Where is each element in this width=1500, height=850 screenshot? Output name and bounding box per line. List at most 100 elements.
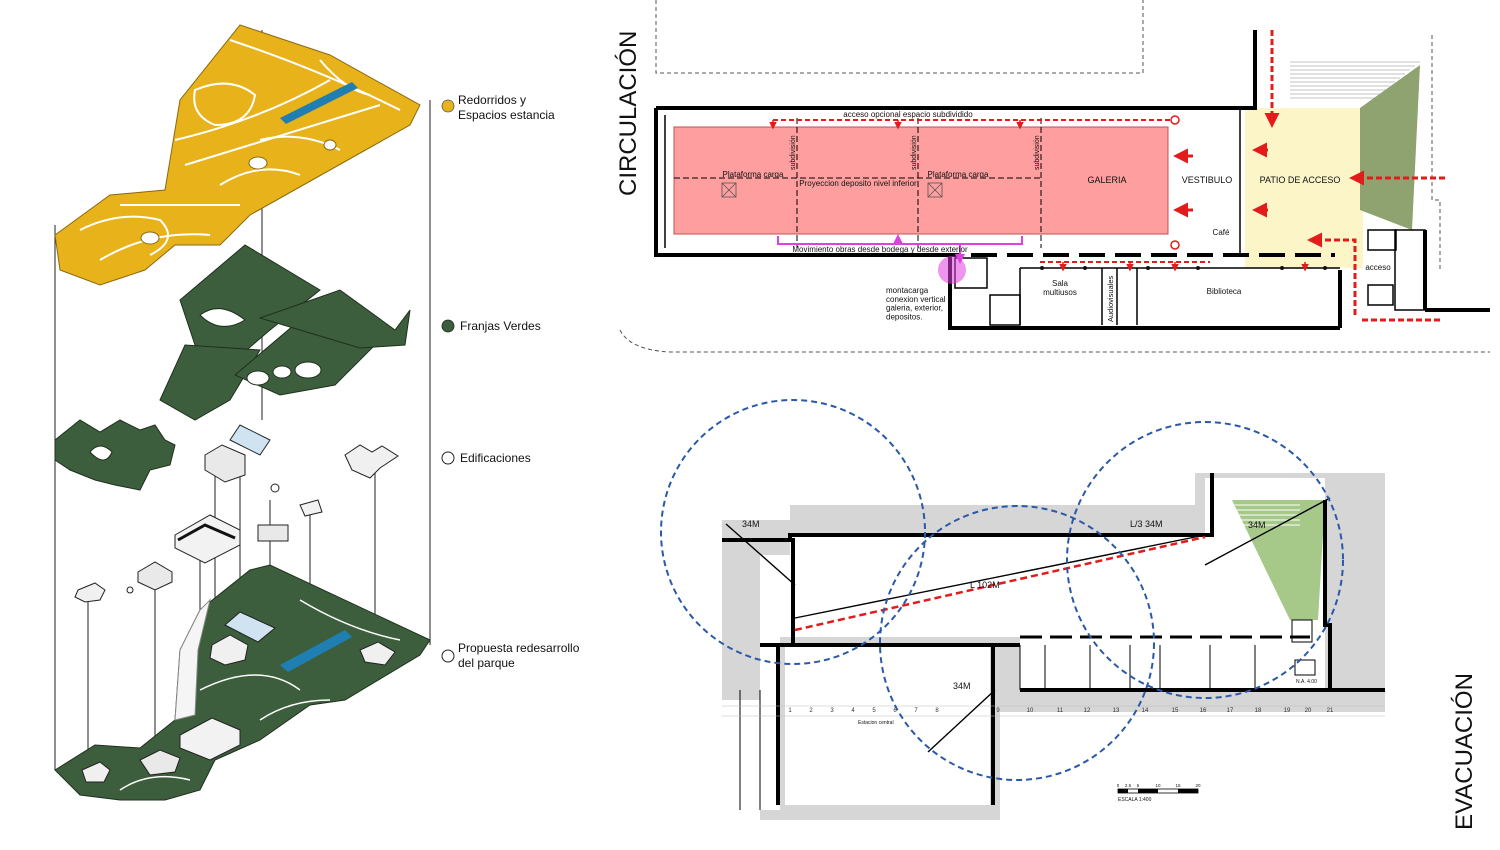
grid-num: 13 xyxy=(1113,708,1120,714)
grid-num: 15 xyxy=(1172,708,1179,714)
circ-labels: acceso opcional espacio subdividido Plat… xyxy=(723,110,1392,322)
evac-walls xyxy=(722,473,1385,805)
loading-platform-marks xyxy=(721,182,943,198)
patio-green-slope xyxy=(1360,65,1420,230)
evacuation-title: EVACUACIÓN xyxy=(1451,673,1478,830)
freight-elevator-marker xyxy=(938,256,966,284)
grid-num: 5 xyxy=(872,708,876,714)
legend-label-proposal-line2: del parque xyxy=(458,656,515,670)
label-sub-1: subdivisión xyxy=(790,135,797,170)
axon-legend: Redorridos y Espacios estancia Franjas V… xyxy=(441,93,580,670)
circ-red-arrows xyxy=(1173,30,1445,322)
patio-area xyxy=(1245,108,1363,268)
evac-scale-bar: 0 2.5 5 10 15 20 ESCALA 1:400 xyxy=(1117,783,1201,803)
evac-label-d1: 34M xyxy=(742,519,760,529)
layer-buildings xyxy=(74,424,399,603)
legend-swatch-buildings xyxy=(441,451,455,465)
evac-thin-lines xyxy=(739,619,1316,810)
grid-num: 12 xyxy=(1084,708,1091,714)
scale-tick: 2.5 xyxy=(1125,783,1132,788)
layer-ground-pieces xyxy=(54,419,176,491)
legend-item-proposal: Propuesta redesarrollo del parque xyxy=(441,641,580,670)
evac-route-red xyxy=(794,535,1206,632)
evac-distance-lines xyxy=(725,497,1331,753)
scale-label: ESCALA 1:400 xyxy=(1118,797,1152,803)
grid-num: 18 xyxy=(1255,708,1262,714)
label-platform-1: Plataforma carga xyxy=(723,170,784,179)
label-biblioteca: Biblioteca xyxy=(1207,287,1242,296)
grid-num: 21 xyxy=(1327,708,1334,714)
circ-dashed-outlines xyxy=(619,0,1490,353)
scale-tick: 20 xyxy=(1195,783,1201,788)
grid-num: 6 xyxy=(893,708,897,714)
grid-num: 3 xyxy=(830,708,834,714)
grid-num: 20 xyxy=(1305,708,1312,714)
grid-num: 11 xyxy=(1057,708,1064,714)
layer-park-base xyxy=(54,564,431,801)
evac-label-d2: L/3 34M xyxy=(1130,519,1163,529)
legend-label-paths-line2: Espacios estancia xyxy=(458,108,555,122)
evac-label-d3: 34M xyxy=(1248,520,1266,530)
evac-grid-numbers: 1 2 3 4 5 6 7 8 9 10 11 12 13 14 15 16 1… xyxy=(788,708,1334,714)
grid-num: 2 xyxy=(809,708,813,714)
evac-label-d4: L 102M xyxy=(970,580,1000,590)
layer-green-strips xyxy=(159,244,411,421)
grid-num: 14 xyxy=(1142,708,1149,714)
label-audiovisuales: Audiovisuales xyxy=(1106,275,1115,322)
scale-tick: 10 xyxy=(1155,783,1161,788)
label-patio: PATIO DE ACCESO xyxy=(1260,175,1341,185)
scale-tick: 0 xyxy=(1117,783,1120,788)
grid-num: 17 xyxy=(1227,708,1234,714)
legend-label-proposal-line1: Propuesta redesarrollo xyxy=(458,641,580,655)
circulation-title: CIRCULACIÓN xyxy=(615,31,642,196)
legend-label-paths-line1: Redorridos y xyxy=(458,93,526,107)
grid-num: 7 xyxy=(914,708,918,714)
legend-swatch-green xyxy=(441,319,455,333)
legend-swatch-proposal xyxy=(441,649,455,663)
scale-tick: 5 xyxy=(1137,783,1140,788)
grid-num: 1 xyxy=(788,708,792,714)
gallery-area xyxy=(673,126,1169,235)
column-dots xyxy=(1040,266,1327,270)
legend-label-buildings: Edificaciones xyxy=(460,451,531,465)
evac-label-level: N.A. 4.00 xyxy=(1296,679,1317,685)
evac-green-ramp xyxy=(1232,500,1325,620)
evac-labels: 34M L/3 34M 34M L 102M 34M Estacion cent… xyxy=(742,519,1317,726)
grid-num: 8 xyxy=(935,708,939,714)
legend-label-green: Franjas Verdes xyxy=(460,319,541,333)
scale-tick-labels: 0 2.5 5 10 15 20 xyxy=(1117,783,1201,788)
label-sub-3: subdivisión xyxy=(1034,135,1041,170)
label-acceso: acceso xyxy=(1365,263,1391,272)
layer-paths-yellow xyxy=(54,24,421,286)
label-platform-2: Plataforma carga xyxy=(928,170,989,179)
label-vestibulo: VESTIBULO xyxy=(1182,175,1233,185)
grid-num: 19 xyxy=(1284,708,1291,714)
grid-num: 9 xyxy=(996,708,1000,714)
legend-item-buildings: Edificaciones xyxy=(441,451,531,465)
evac-label-d5: 34M xyxy=(953,681,971,691)
evac-radius-circles xyxy=(660,399,1344,781)
label-top-route: acceso opcional espacio subdividido xyxy=(843,110,973,119)
label-sub-2: subdivisión xyxy=(911,135,918,170)
evac-label-central: Estacion central xyxy=(858,720,894,726)
legend-swatch-yellow xyxy=(441,99,455,113)
label-movement: Movimiento obras desde bodega y desde ex… xyxy=(792,245,968,254)
legend-item-green: Franjas Verdes xyxy=(441,319,541,333)
legend-item-paths: Redorridos y Espacios estancia xyxy=(441,93,555,122)
circ-red-small-arrows xyxy=(769,120,1309,272)
label-galeria: GALERIA xyxy=(1087,175,1126,185)
label-cafe: Café xyxy=(1213,228,1230,237)
evacuation-plan: EVACUACIÓN xyxy=(660,399,1478,830)
gallery-subdivisions xyxy=(674,118,1042,248)
circ-inner-walls xyxy=(664,110,1426,326)
grid-num: 16 xyxy=(1200,708,1207,714)
circulation-plan: CIRCULACIÓN xyxy=(615,0,1490,353)
grid-num: 4 xyxy=(851,708,855,714)
scale-tick: 15 xyxy=(1175,783,1181,788)
grid-num: 10 xyxy=(1027,708,1034,714)
axonometric-diagram: Redorridos y Espacios estancia Franjas V… xyxy=(54,24,580,801)
